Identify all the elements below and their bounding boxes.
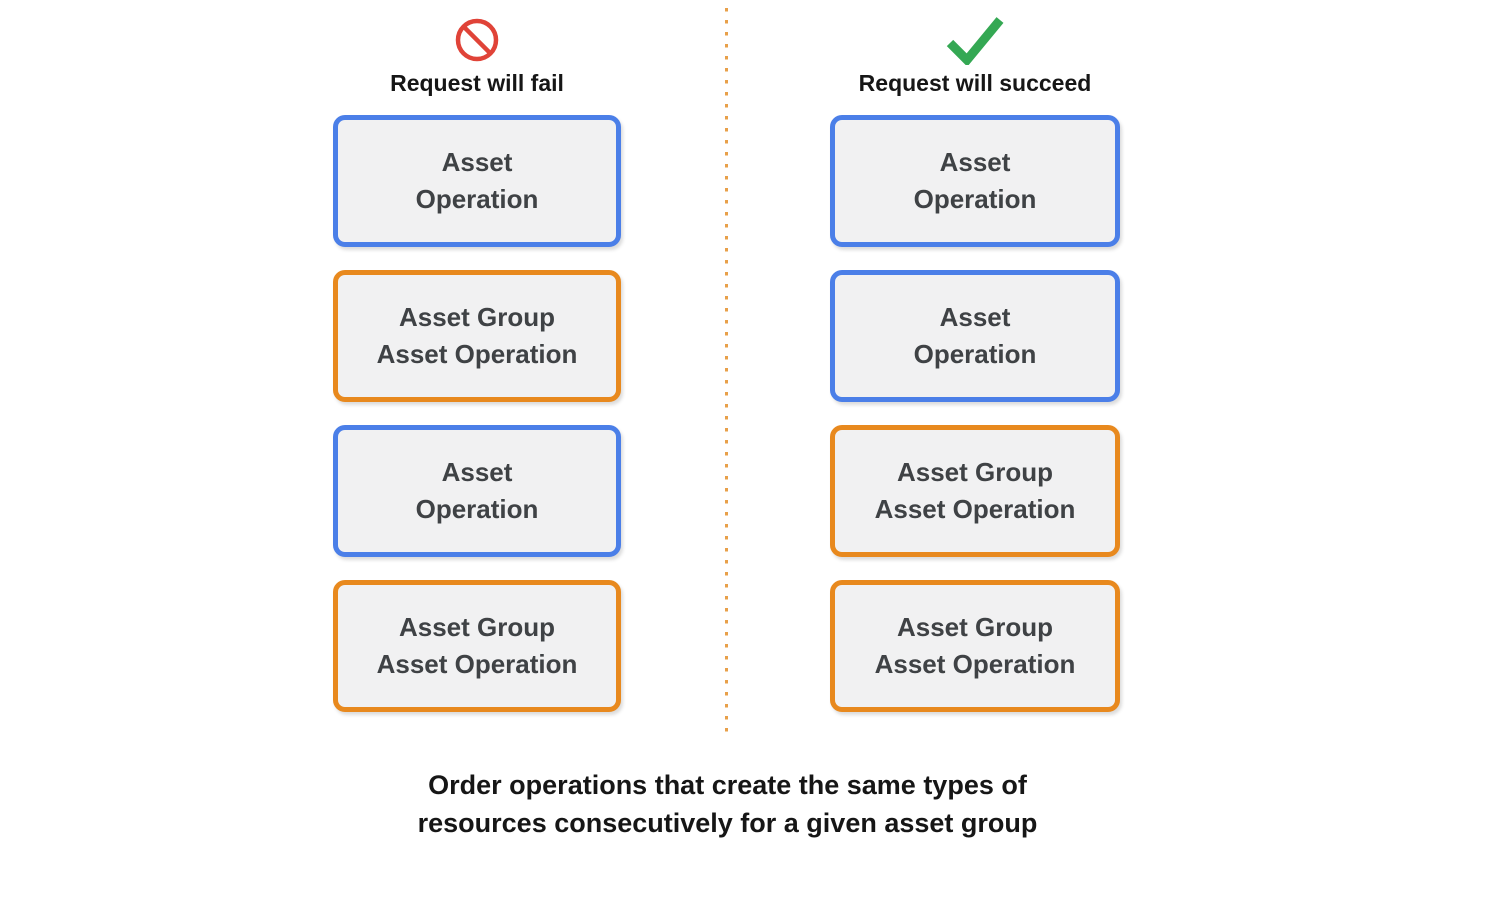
dotted-divider <box>725 8 728 739</box>
operation-box-label: Asset Group Asset Operation <box>376 302 578 369</box>
operation-box: Asset Operation <box>830 270 1120 402</box>
diagram-caption: Order operations that create the same ty… <box>417 770 1038 838</box>
operation-box-label: Asset Operation <box>913 147 1037 214</box>
operation-box: Asset Group Asset Operation <box>830 580 1120 712</box>
operation-box: Asset Operation <box>333 115 621 247</box>
operation-box-label: Asset Operation <box>415 457 539 524</box>
operation-box-label: Asset Group Asset Operation <box>376 612 578 679</box>
succeed-column: Request will succeed Asset Operation Ass… <box>830 14 1120 712</box>
operation-box: Asset Operation <box>333 425 621 557</box>
operation-box-label: Asset Group Asset Operation <box>874 612 1076 679</box>
operation-box-label: Asset Group Asset Operation <box>874 457 1076 524</box>
operation-box: Asset Group Asset Operation <box>830 425 1120 557</box>
succeed-column-title: Request will succeed <box>858 70 1092 96</box>
operation-box-label: Asset Operation <box>415 147 539 214</box>
fail-box-list: Asset Operation Asset Group Asset Operat… <box>333 115 621 712</box>
operation-box: Asset Group Asset Operation <box>333 580 621 712</box>
operation-box-label: Asset Operation <box>913 302 1037 369</box>
checkmark-icon <box>944 14 1006 66</box>
operation-box: Asset Operation <box>830 115 1120 247</box>
fail-column-title: Request will fail <box>390 70 564 96</box>
prohibition-icon <box>455 14 499 66</box>
operation-box: Asset Group Asset Operation <box>333 270 621 402</box>
succeed-box-list: Asset Operation Asset Operation Asset Gr… <box>830 115 1120 712</box>
fail-column: Request will fail Asset Operation Asset … <box>333 14 621 712</box>
